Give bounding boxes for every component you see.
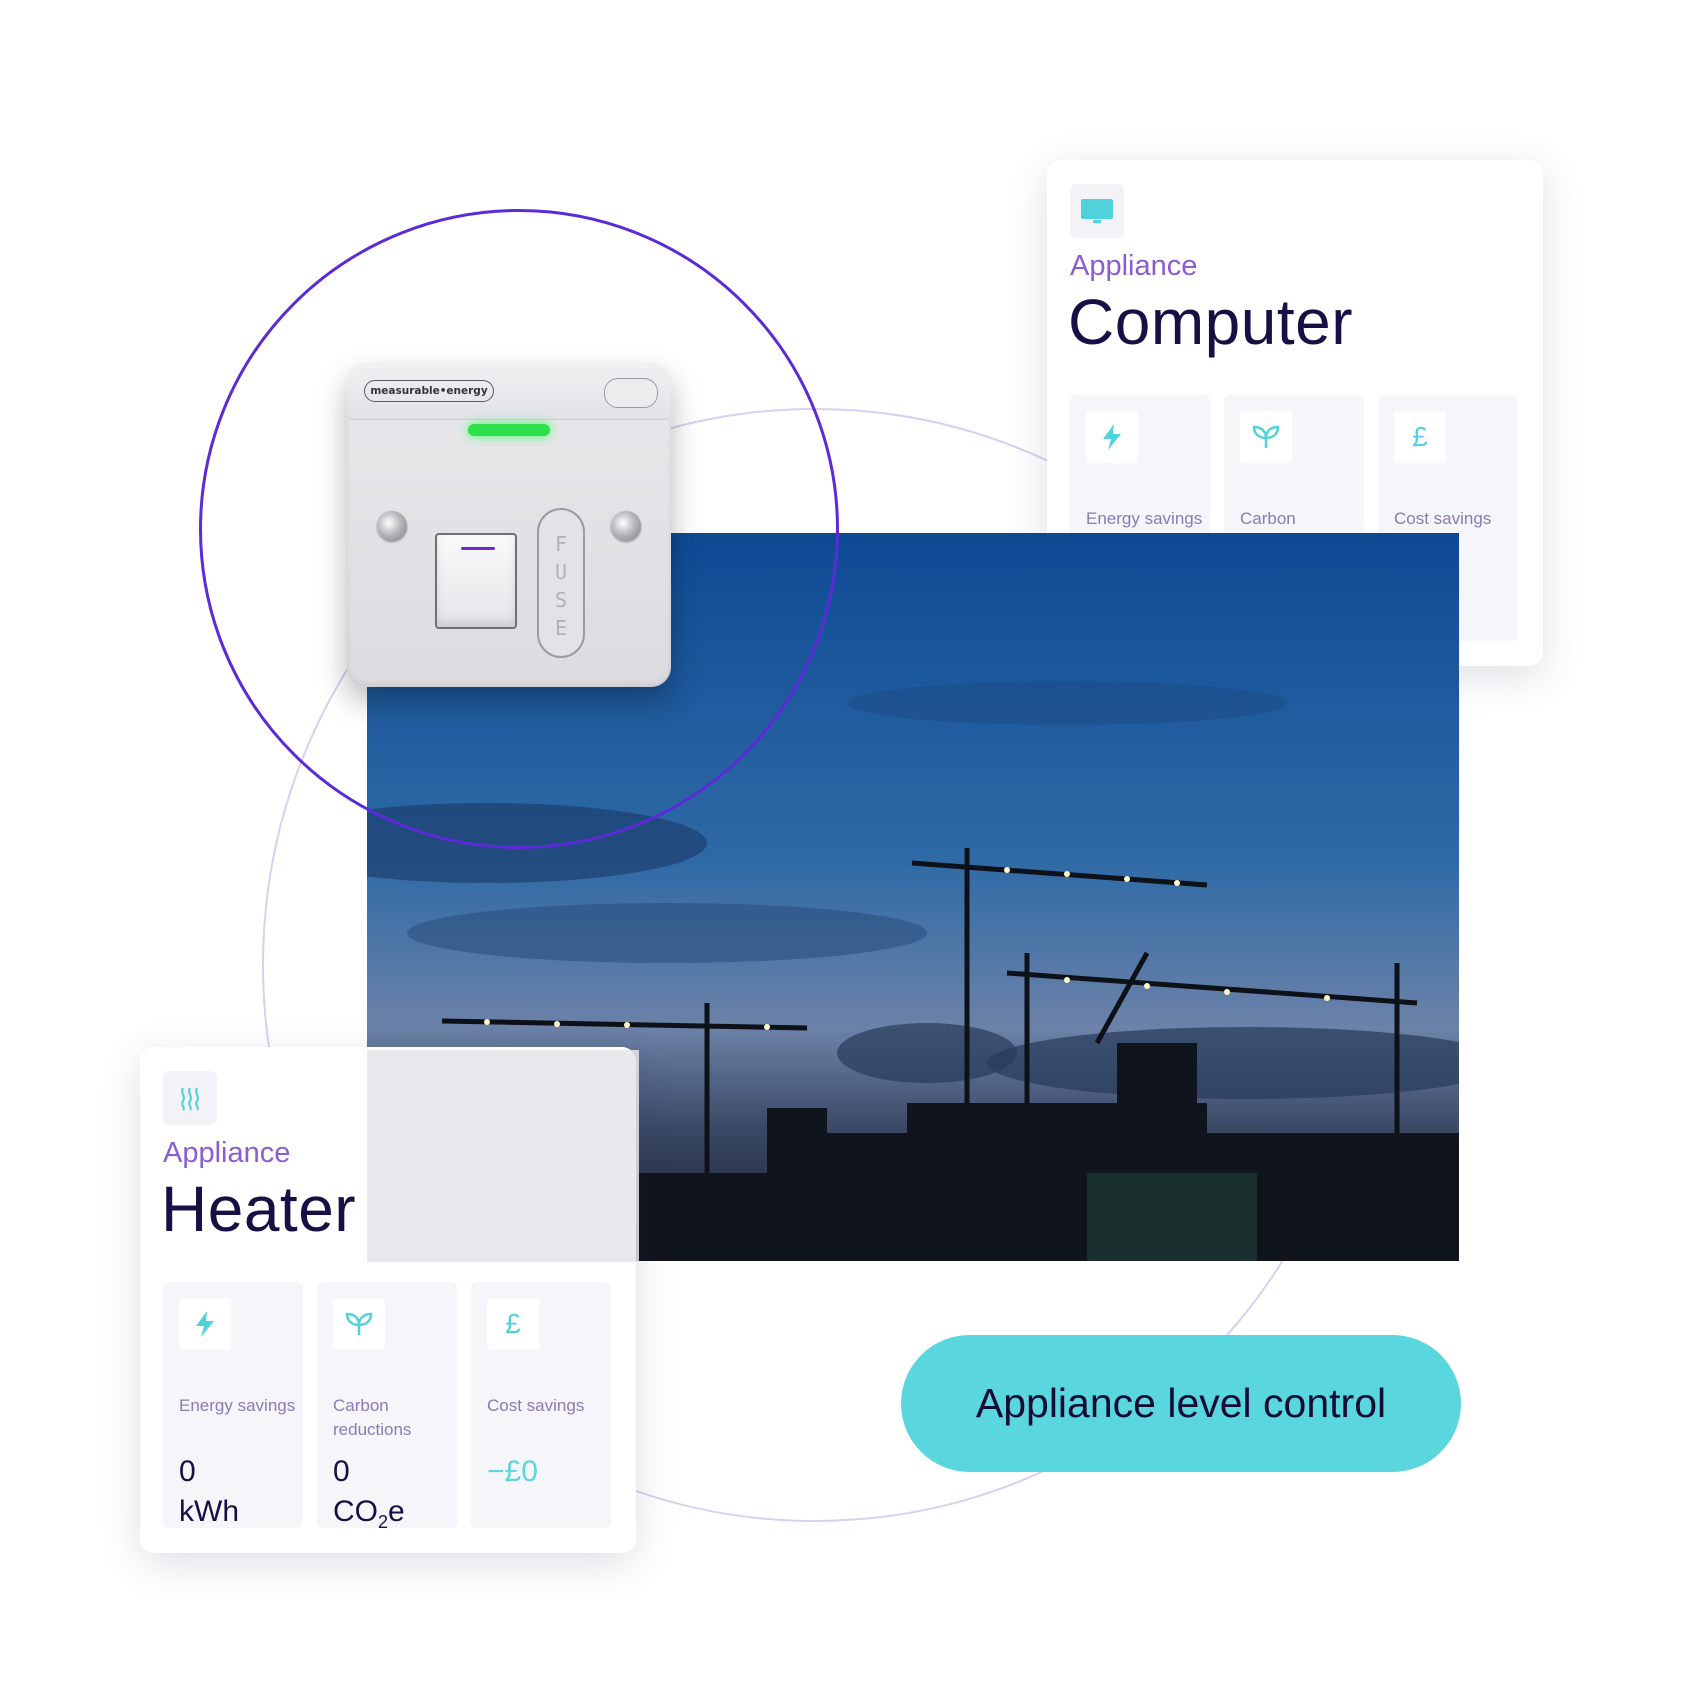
metric-label: Carbon reductions bbox=[333, 1396, 412, 1439]
metric-label: Cost savings bbox=[487, 1396, 585, 1415]
value-number: 0 bbox=[179, 1455, 196, 1488]
appliance-level-control-button[interactable]: Appliance level control bbox=[901, 1335, 1461, 1472]
frosted-overlay bbox=[367, 1050, 639, 1262]
value-unit: CO2e bbox=[333, 1495, 405, 1532]
lightning-icon bbox=[179, 1298, 231, 1350]
card-kicker: Appliance bbox=[1070, 250, 1198, 282]
heat-waves-icon bbox=[163, 1071, 217, 1125]
value-unit: kWh bbox=[179, 1495, 239, 1528]
pound-icon: £ bbox=[487, 1298, 539, 1350]
pound-glyph: £ bbox=[1412, 421, 1428, 452]
pound-icon: £ bbox=[1394, 411, 1446, 463]
metric-value: 0 CO2e bbox=[333, 1452, 453, 1542]
metric-label: Cost savings bbox=[1394, 509, 1492, 528]
metric-value: −£0 bbox=[487, 1455, 538, 1488]
cost-savings-metric: £ Cost savings −£0 bbox=[471, 1282, 611, 1528]
card-title: Heater bbox=[161, 1173, 357, 1245]
value-number: 0 bbox=[333, 1455, 350, 1488]
metric-label: Energy savings bbox=[1086, 509, 1203, 528]
carbon-reductions-metric: Carbon reductions 0 CO2e bbox=[317, 1282, 457, 1532]
monitor-icon bbox=[1070, 184, 1124, 238]
highlight-circle bbox=[199, 209, 839, 849]
lightning-icon bbox=[1086, 411, 1138, 463]
metric-label: Energy savings bbox=[179, 1396, 296, 1415]
leaf-icon bbox=[333, 1298, 385, 1350]
leaf-icon bbox=[1240, 411, 1292, 463]
energy-savings-metric: Energy savings 0 kWh bbox=[163, 1282, 303, 1528]
metric-value: 0 kWh bbox=[179, 1452, 299, 1532]
card-title: Computer bbox=[1068, 286, 1353, 358]
pound-glyph: £ bbox=[505, 1308, 521, 1339]
card-kicker: Appliance bbox=[163, 1137, 291, 1169]
